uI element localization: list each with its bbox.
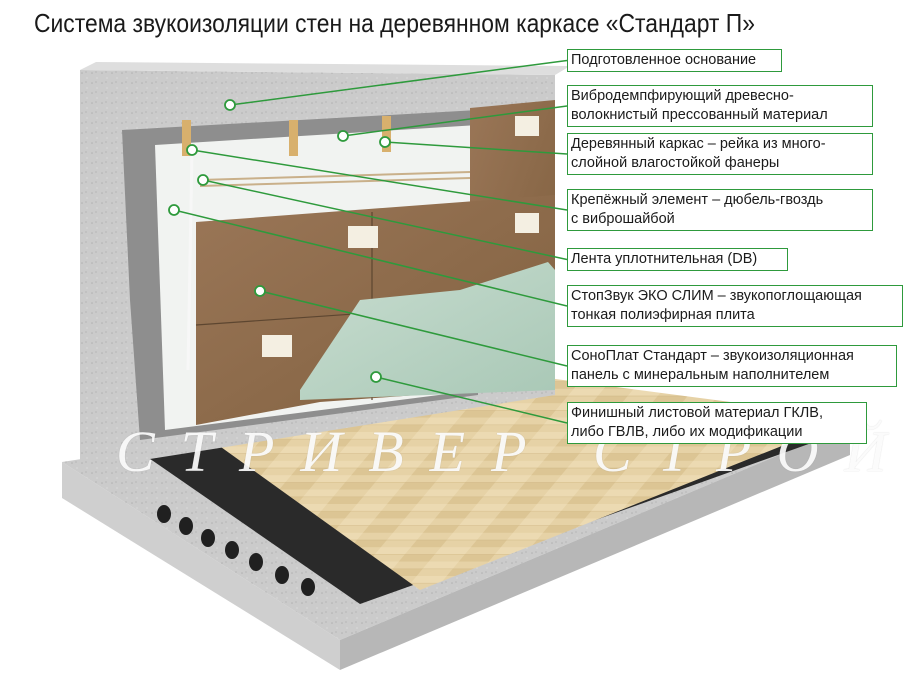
- callout-label-line: СтопЗвук ЭКО СЛИМ – звукопоглощающая: [571, 288, 862, 304]
- callout-label-line: волокнистый прессованный материал: [571, 107, 828, 123]
- leader-line: [342, 105, 568, 137]
- callout-label-line: Деревянный каркас – рейка из много-: [571, 136, 826, 152]
- diagram-title: Система звукоизоляции стен на деревянном…: [34, 8, 755, 38]
- callout-label-1: Подготовленное основание: [567, 49, 782, 72]
- panel-product-stickers: [262, 116, 539, 357]
- leader-line: [191, 149, 568, 211]
- frame-battens-horizontal: [199, 171, 471, 187]
- callout-label-8: Финишный листовой материал ГКЛВ, либо ГВЛ…: [567, 402, 867, 444]
- leader-anchor-dot: [337, 130, 349, 142]
- callout-label-line: Крепёжный элемент – дюбель-гвоздь: [571, 192, 824, 208]
- callout-label-line: Подготовленное основание: [571, 52, 757, 68]
- callout-label-2: Вибродемпфирующий древесно-волокнистый п…: [567, 85, 873, 127]
- callout-label-line: Вибродемпфирующий древесно-: [571, 88, 794, 104]
- leader-line: [229, 59, 568, 106]
- leader-line: [384, 141, 568, 155]
- callout-label-line: панель с минеральным наполнителем: [571, 367, 830, 383]
- frame-battens-vertical: [182, 116, 391, 156]
- sealing-tape: [186, 149, 194, 371]
- leader-line: [202, 179, 568, 261]
- leader-anchor-dot: [254, 285, 266, 297]
- callout-label-line: тонкая полиэфирная плита: [571, 307, 755, 323]
- leader-anchor-dot: [224, 99, 236, 111]
- leader-line: [375, 376, 568, 424]
- leader-line: [259, 290, 568, 367]
- callout-label-line: слойной влагостойкой фанеры: [571, 155, 780, 171]
- callout-label-line: Финишный листовой материал ГКЛВ,: [571, 405, 823, 421]
- leader-anchor-dot: [370, 371, 382, 383]
- leader-anchor-dot: [379, 136, 391, 148]
- leader-anchor-dot: [186, 144, 198, 156]
- callout-label-line: СоноПлат Стандарт – звукоизоляционная: [571, 348, 854, 364]
- callout-label-line: с виброшайбой: [571, 211, 675, 227]
- leader-line: [173, 209, 568, 307]
- callout-label-5: Лента уплотнительная (DB): [567, 248, 788, 271]
- finish-sheet: [300, 262, 555, 400]
- callout-label-line: Лента уплотнительная (DB): [571, 251, 758, 267]
- callout-label-7: СоноПлат Стандарт – звукоизоляционная пан…: [567, 345, 897, 387]
- callout-label-3: Деревянный каркас – рейка из много-слойн…: [567, 133, 873, 175]
- callout-label-6: СтопЗвук ЭКО СЛИМ – звукопоглощающая тонк…: [567, 285, 903, 327]
- leader-anchor-dot: [197, 174, 209, 186]
- callout-label-line: либо ГВЛВ, либо их модификации: [571, 424, 803, 440]
- callout-label-4: Крепёжный элемент – дюбель-гвоздь с вибро…: [567, 189, 873, 231]
- leader-anchor-dot: [168, 204, 180, 216]
- slab-hollow-cores: [157, 505, 315, 596]
